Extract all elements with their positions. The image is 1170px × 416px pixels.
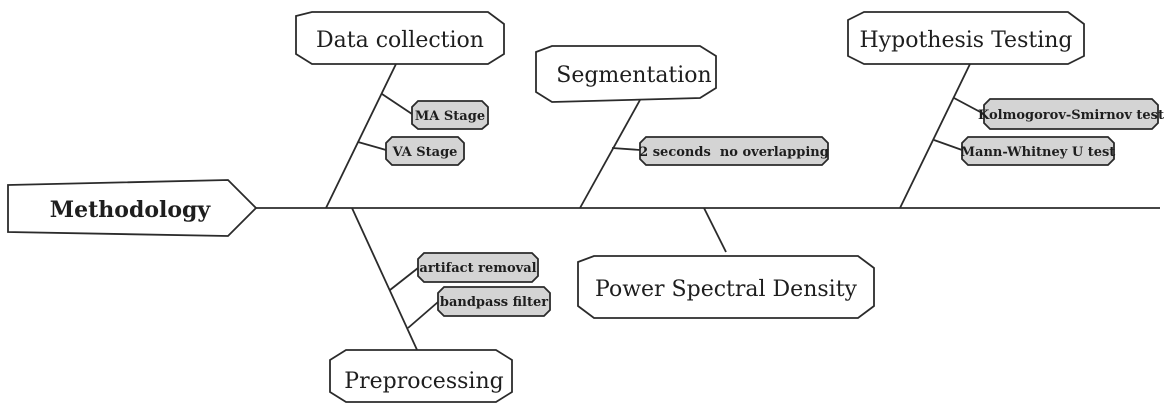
- data-collection-bone: [325, 63, 397, 209]
- branch-segmentation: Segmentation 2 seconds no overlapping: [535, 45, 829, 209]
- branch-psd: Power Spectral Density: [577, 207, 875, 319]
- category-label-psd: Power Spectral Density: [595, 277, 858, 302]
- head-box: [7, 179, 258, 237]
- preprocessing-bone: [351, 207, 419, 353]
- category-label-data-collection: Data collection: [316, 28, 484, 53]
- hypothesis-rib-1: [953, 97, 985, 115]
- segmentation-bone: [579, 99, 641, 209]
- data-collection-rib-1: [381, 93, 413, 115]
- tag-2-seconds-label: 2 seconds no overlapping: [639, 145, 829, 160]
- category-label-preprocessing: Preprocessing: [344, 369, 503, 394]
- tag-artifact-removal: [417, 252, 539, 283]
- head-label: Methodology: [50, 197, 212, 223]
- hypothesis-bone: [899, 63, 971, 209]
- branch-hypothesis-testing: Hypothesis Testing Kolmogorov-Smirnov te…: [847, 11, 1164, 209]
- category-box-hypothesis-testing: [847, 11, 1085, 65]
- tag-mann-whitney: [961, 136, 1115, 166]
- preprocessing-rib-2: [407, 301, 439, 329]
- tag-artifact-removal-label: artifact removal: [419, 261, 536, 276]
- category-box-segmentation: [535, 45, 717, 103]
- branch-data-collection: Data collection MA Stage VA Stage: [295, 11, 505, 209]
- data-collection-rib-2: [357, 141, 387, 151]
- head-methodology: Methodology: [7, 179, 258, 237]
- tag-bandpass-filter: [437, 286, 551, 317]
- tag-va-stage-label: VA Stage: [392, 145, 458, 160]
- category-label-segmentation: Segmentation: [556, 63, 711, 88]
- hypothesis-rib-2: [933, 139, 963, 151]
- category-box-data-collection: [295, 11, 505, 65]
- tag-mann-whitney-label: Mann-Whitney U test: [961, 145, 1116, 160]
- tag-va-stage: [385, 136, 465, 166]
- preprocessing-rib-1: [389, 267, 419, 291]
- tag-bandpass-filter-label: bandpass filter: [440, 295, 548, 310]
- psd-bone: [703, 207, 727, 253]
- tag-kolmogorov-smirnov: [983, 98, 1159, 130]
- category-box-preprocessing: [329, 349, 513, 403]
- category-label-hypothesis-testing: Hypothesis Testing: [860, 28, 1073, 53]
- tag-ma-stage-label: MA Stage: [415, 109, 485, 124]
- branch-preprocessing: Preprocessing artifact removal bandpass …: [329, 207, 551, 403]
- segmentation-rib-1: [611, 147, 641, 151]
- tag-ma-stage: [411, 100, 489, 130]
- category-box-psd: [577, 255, 875, 319]
- tag-kolmogorov-smirnov-label: Kolmogorov-Smirnov test: [978, 108, 1164, 123]
- tag-2-seconds: [639, 136, 829, 166]
